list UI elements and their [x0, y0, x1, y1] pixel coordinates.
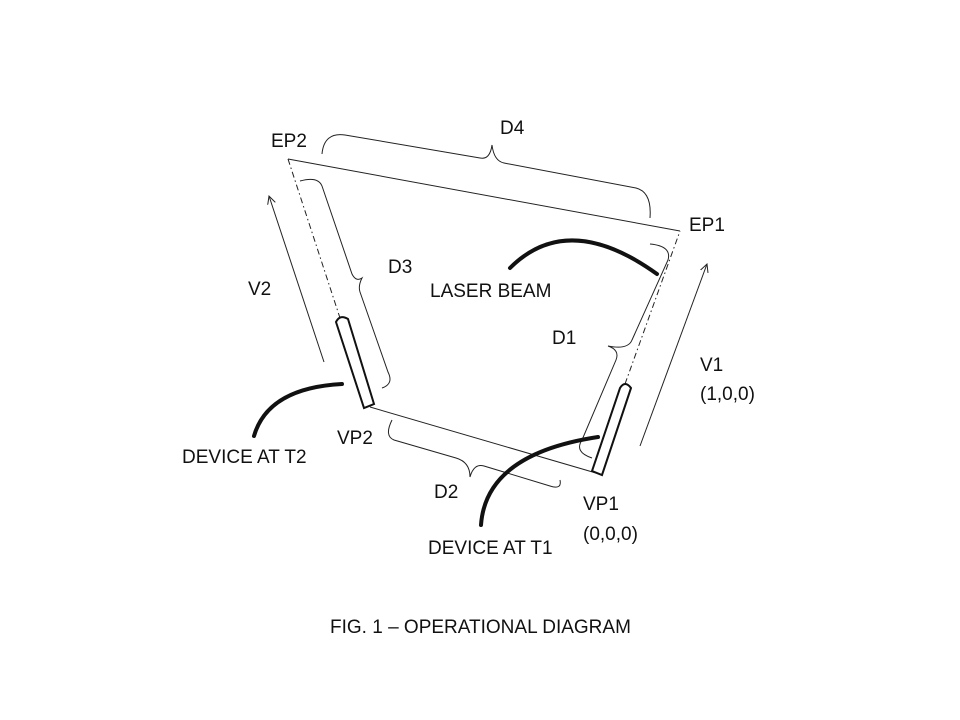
figure-caption: FIG. 1 – OPERATIONAL DIAGRAM — [330, 617, 631, 638]
label-vp1: VP1 — [583, 494, 619, 515]
label-vp2: VP2 — [337, 428, 373, 449]
label-laser-beam: LASER BEAM — [430, 281, 551, 302]
label-device-t2: DEVICE AT T2 — [182, 447, 307, 468]
label-d1: D1 — [552, 328, 576, 349]
pointer-device-t2 — [252, 382, 344, 438]
brace-d1 — [579, 243, 670, 459]
line-ep2-ep1 — [287, 158, 681, 232]
brace-d3 — [299, 178, 391, 389]
label-device-t1: DEVICE AT T1 — [428, 538, 553, 559]
arrow-v1 — [639, 264, 707, 447]
brace-d2 — [388, 419, 561, 488]
line-vp1-ep1-dashed — [624, 230, 681, 385]
pointer-laser-beam — [508, 238, 659, 276]
label-v2: V2 — [248, 279, 271, 300]
device-vp2 — [334, 316, 376, 410]
label-v1-coord: (1,0,0) — [700, 384, 755, 405]
pointer-device-t1 — [479, 435, 600, 527]
line-ep2-vp2-dashed — [287, 158, 341, 319]
label-d2: D2 — [434, 482, 458, 503]
label-ep1: EP1 — [689, 215, 725, 236]
device-vp1 — [590, 383, 633, 477]
line-vp2-vp1 — [369, 406, 597, 474]
label-vp1-coord: (0,0,0) — [583, 524, 638, 545]
label-d3: D3 — [388, 257, 412, 278]
label-d4: D4 — [500, 118, 525, 139]
label-v1: V1 — [700, 355, 723, 376]
label-ep2: EP2 — [271, 131, 307, 152]
brace-d4 — [321, 134, 651, 219]
arrow-v2 — [269, 196, 325, 363]
